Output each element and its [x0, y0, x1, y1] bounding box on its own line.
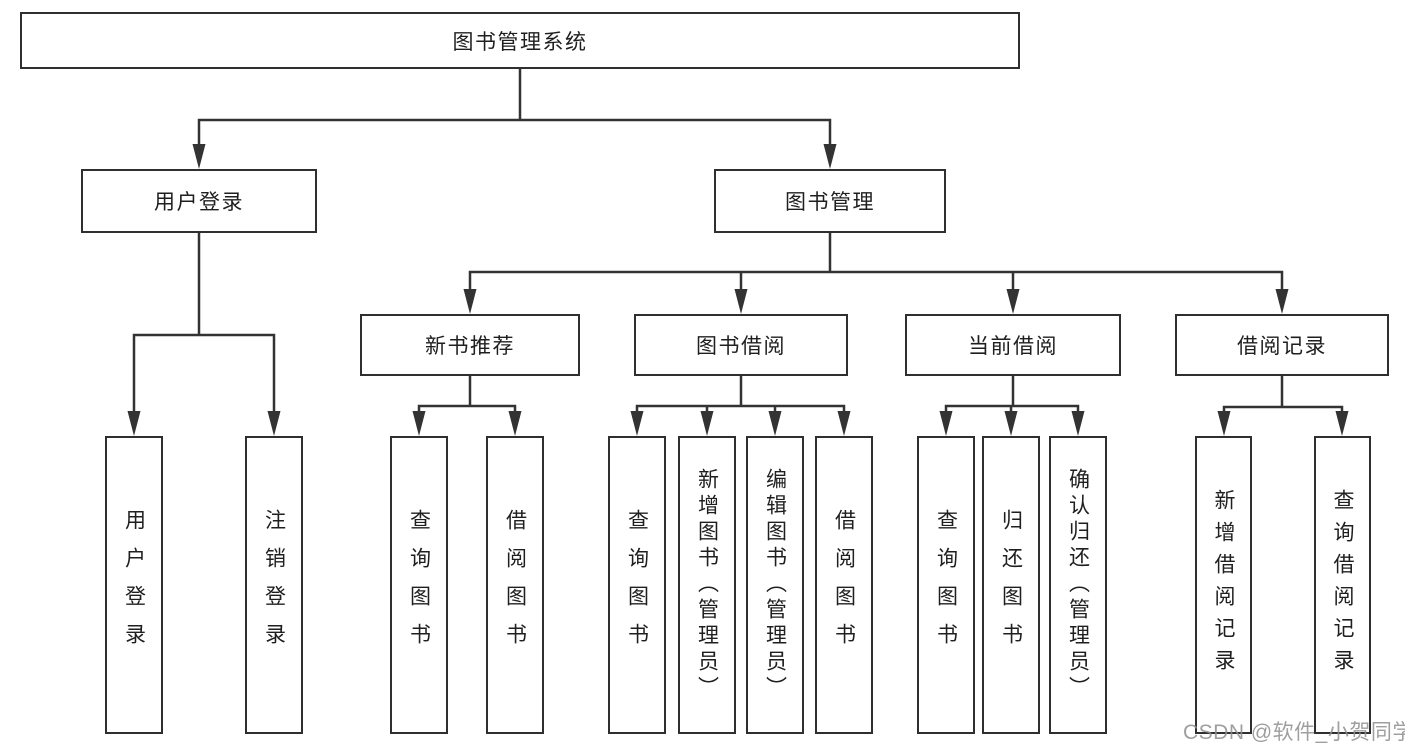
- leaf-nbr-query-books: 查询图书: [390, 436, 448, 734]
- node-book-borrowing-label: 图书借阅: [696, 335, 786, 358]
- leaf-cb-confirm-return-admin: 确认归还（管理员）: [1049, 436, 1107, 734]
- node-current-borrowing-label: 当前借阅: [968, 335, 1058, 358]
- node-book-management: 图书管理: [714, 169, 946, 233]
- leaf-nbr-borrow-books-label: 借阅图书: [503, 509, 527, 661]
- leaf-cb-return-books: 归还图书: [982, 436, 1040, 734]
- node-new-book-recommend: 新书推荐: [360, 314, 580, 376]
- node-root-label: 图书管理系统: [452, 30, 588, 54]
- leaf-bb-add-books-admin: 新增图书（管理员）: [678, 436, 736, 734]
- leaf-bb-edit-books-admin-label: 编辑图书（管理员）: [763, 468, 787, 702]
- node-user-login-label: 用户登录: [154, 191, 244, 214]
- leaf-cb-return-books-label: 归还图书: [999, 509, 1023, 661]
- leaf-br-query-borrow-record-label: 查询借阅记录: [1331, 489, 1354, 681]
- node-current-borrowing: 当前借阅: [905, 314, 1121, 376]
- leaf-bb-borrow-books: 借阅图书: [815, 436, 873, 734]
- leaf-cb-query-books-label: 查询图书: [934, 509, 958, 661]
- node-borrowing-records-label: 借阅记录: [1237, 335, 1327, 358]
- leaf-logout-label: 注销登录: [262, 509, 286, 661]
- leaf-user-login-label: 用户登录: [122, 509, 146, 661]
- csdn-watermark: CSDN @软件_小贺同学: [1183, 721, 1405, 744]
- leaf-bb-borrow-books-label: 借阅图书: [832, 509, 856, 661]
- node-book-borrowing: 图书借阅: [634, 314, 848, 376]
- node-borrowing-records: 借阅记录: [1175, 314, 1389, 376]
- leaf-cb-confirm-return-admin-label: 确认归还（管理员）: [1066, 468, 1090, 702]
- node-new-book-recommend-label: 新书推荐: [425, 335, 515, 358]
- leaf-nbr-borrow-books: 借阅图书: [486, 436, 544, 734]
- leaf-bb-query-books: 查询图书: [608, 436, 666, 734]
- leaf-logout: 注销登录: [245, 436, 303, 734]
- leaf-cb-query-books: 查询图书: [917, 436, 975, 734]
- node-root: 图书管理系统: [20, 12, 1020, 69]
- leaf-bb-edit-books-admin: 编辑图书（管理员）: [746, 436, 804, 734]
- leaf-user-login: 用户登录: [105, 436, 163, 734]
- node-user-login: 用户登录: [81, 169, 317, 233]
- node-book-management-label: 图书管理: [785, 191, 875, 214]
- leaf-bb-query-books-label: 查询图书: [625, 509, 649, 661]
- leaf-br-add-borrow-record: 新增借阅记录: [1195, 436, 1252, 734]
- leaf-br-add-borrow-record-label: 新增借阅记录: [1212, 489, 1235, 681]
- leaf-nbr-query-books-label: 查询图书: [407, 509, 431, 661]
- leaf-bb-add-books-admin-label: 新增图书（管理员）: [695, 468, 719, 702]
- leaf-br-query-borrow-record: 查询借阅记录: [1314, 436, 1371, 734]
